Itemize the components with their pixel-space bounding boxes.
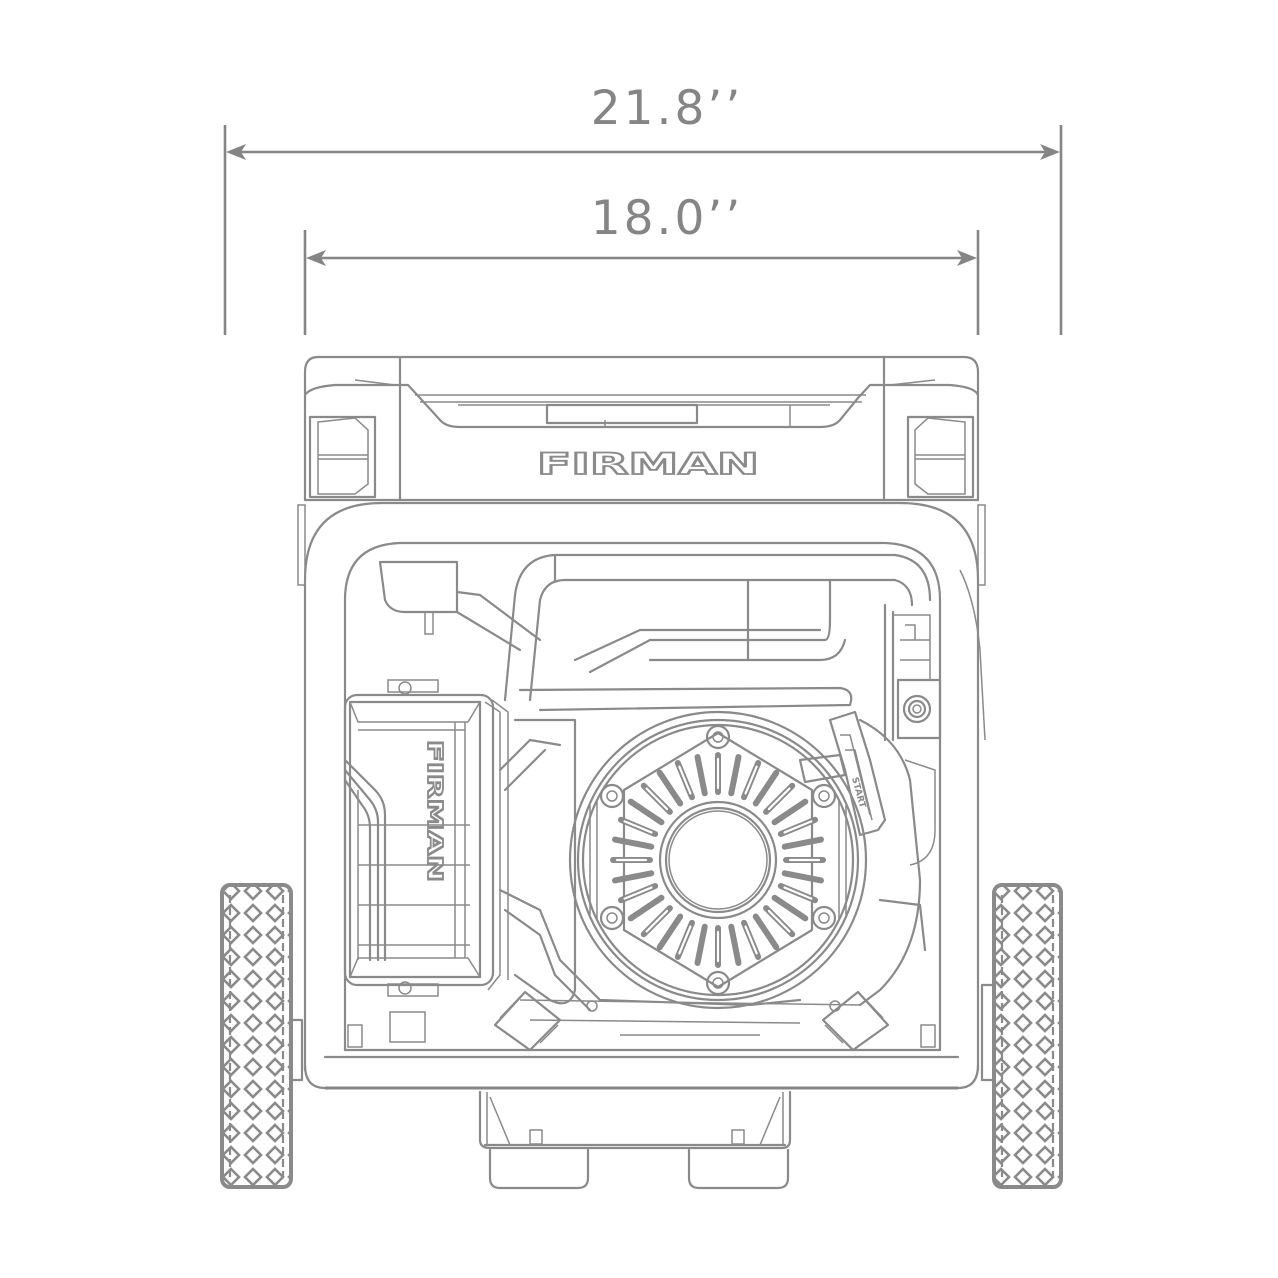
control-panel bbox=[883, 569, 986, 742]
muffler-base bbox=[478, 1090, 792, 1190]
svg-text:FIRMAN: FIRMAN bbox=[423, 740, 447, 882]
arrow-left-icon bbox=[226, 144, 246, 160]
firman-side-logo: FIRMAN bbox=[422, 739, 448, 883]
arrow-left-icon bbox=[306, 250, 326, 266]
frame-width-label: 18.0’’ bbox=[590, 191, 744, 246]
recoil-starter bbox=[568, 710, 868, 1010]
arrow-right-icon bbox=[1040, 144, 1060, 160]
overall-width-dimension bbox=[223, 125, 1063, 335]
air-filter-box: FIRMAN bbox=[343, 679, 509, 997]
frame-width-dimension bbox=[303, 230, 980, 335]
firman-logo: FIRMAN bbox=[536, 446, 760, 482]
wheel-right bbox=[980, 883, 1063, 1189]
engine-mounts bbox=[389, 990, 890, 1052]
fuel-tank-housing: FIRMAN bbox=[297, 355, 986, 586]
wheel-left bbox=[220, 883, 304, 1189]
overall-width-label: 21.8’’ bbox=[590, 81, 744, 136]
tube-frame bbox=[303, 501, 980, 1090]
arrow-right-icon bbox=[957, 250, 977, 266]
svg-text:FIRMAN: FIRMAN bbox=[537, 447, 759, 481]
inner-tank-and-bar bbox=[378, 553, 932, 712]
